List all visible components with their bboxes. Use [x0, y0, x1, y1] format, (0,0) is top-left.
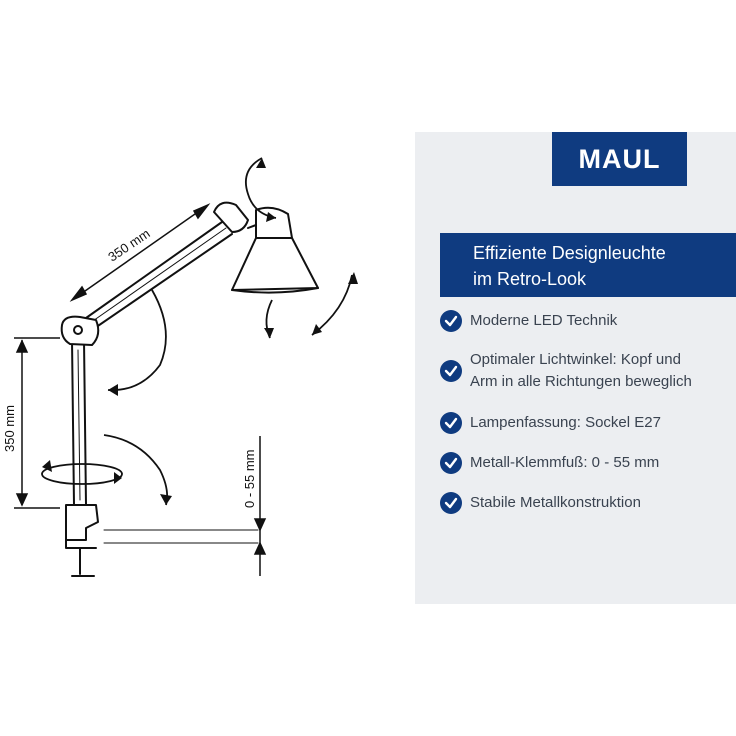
lamp-head — [213, 201, 319, 294]
feature-text-line-1: Optimaler Lichtwinkel: Kopf und — [470, 351, 681, 368]
lamp-clamp — [65, 504, 99, 577]
feature-text: Moderne LED Technik — [470, 312, 618, 329]
head-rotate-arrow-icon — [244, 157, 277, 219]
base-rotate-arrow-icon — [41, 463, 123, 485]
feature-item: Lampenfassung: Sockel E27 — [440, 412, 661, 434]
feature-text: Optimaler Lichtwinkel: Kopf und Arm in a… — [470, 349, 692, 393]
clamp-dimension-line — [253, 436, 267, 576]
feature-item: Optimaler Lichtwinkel: Kopf und Arm in a… — [440, 349, 692, 393]
info-panel: MAUL Effiziente Designleuchte im Retro-L… — [415, 132, 736, 604]
arm-pivot-arrow-icon — [107, 289, 167, 391]
height-label: 350 mm — [2, 405, 17, 452]
lamp-elbow-joint — [60, 315, 100, 346]
feature-text-line-2: Arm in alle Richtungen beweglich — [470, 373, 692, 390]
headline-banner: Effiziente Designleuchte im Retro-Look — [440, 233, 736, 297]
feature-item: Moderne LED Technik — [440, 310, 617, 332]
arm-lower-pivot-arrow-icon — [103, 434, 169, 506]
headline-line-2: im Retro-Look — [473, 269, 587, 289]
height-dimension-line — [14, 337, 60, 509]
maul-logo: MAUL — [552, 132, 687, 186]
check-circle-icon — [440, 452, 462, 474]
table-surface-lines — [103, 529, 259, 544]
head-tilt-arrow-icon — [311, 274, 353, 336]
feature-text: Stabile Metallkonstruktion — [470, 494, 641, 511]
feature-text: Metall-Klemmfuß: 0 - 55 mm — [470, 454, 660, 471]
lamp-lower-arm — [71, 339, 87, 506]
check-circle-icon — [440, 360, 462, 382]
check-circle-icon — [440, 310, 462, 332]
feature-item: Stabile Metallkonstruktion — [440, 492, 641, 514]
feature-text: Lampenfassung: Sockel E27 — [470, 414, 661, 431]
logo-text: MAUL — [578, 143, 661, 174]
clamp-range-label: 0 - 55 mm — [242, 449, 257, 508]
check-circle-icon — [440, 492, 462, 514]
feature-item: Metall-Klemmfuß: 0 - 55 mm — [440, 452, 659, 474]
arm-length-label: 350 mm — [105, 226, 152, 265]
headline-line-1: Effiziente Designleuchte — [473, 243, 666, 263]
lamp-upper-arm — [85, 221, 233, 331]
check-circle-icon — [440, 412, 462, 434]
arm-dimension-line — [69, 203, 211, 302]
